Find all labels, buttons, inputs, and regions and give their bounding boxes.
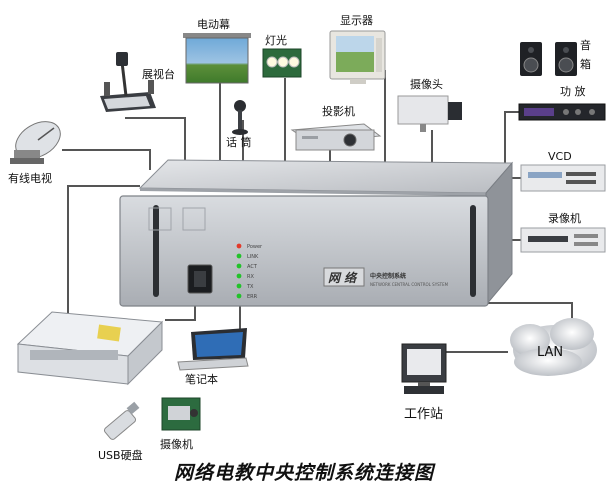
unit-title-text: 中央控制系统: [370, 272, 406, 280]
unit-top: [138, 159, 514, 194]
wire-panel-2: [165, 306, 196, 321]
unit-subtitle-text: NETWORK CENTRAL CONTROL SYSTEM: [370, 282, 449, 287]
usb-drive-icon: [103, 401, 140, 440]
microphone-icon: [232, 100, 248, 135]
satellite-dish-icon: [10, 121, 61, 164]
label-vcr: 录像机: [548, 211, 581, 225]
central-control-unit: Power LINK ACT RX TX ERR 网 络 中央控制系统 NETW…: [119, 159, 514, 307]
unit-logo-text: 网 络: [328, 271, 358, 285]
label-mic: 话 筒: [226, 135, 252, 149]
status-leds: Power LINK ACT RX TX ERR: [236, 243, 263, 300]
amplifier-icon: [518, 103, 606, 121]
monitor-icon: [329, 30, 386, 84]
camcorder-icon: [161, 397, 201, 431]
wire-booth: [125, 117, 186, 172]
label-speakers-1: 音: [580, 38, 591, 52]
laptop-icon: [177, 328, 249, 371]
vcr-icon: [520, 227, 606, 253]
label-usb: USB硬盘: [98, 448, 143, 462]
lights-icon: [262, 48, 302, 78]
led-label: LINK: [247, 254, 259, 260]
label-speakers-2: 箱: [580, 57, 591, 71]
label-screen: 电动幕: [197, 17, 230, 31]
document-camera-icon: [100, 52, 156, 112]
label-workstation: 工作站: [404, 407, 443, 422]
label-booth: 展视台: [142, 67, 175, 81]
projector-icon: [290, 123, 382, 151]
projection-screen-icon: [183, 33, 251, 84]
label-laptop: 笔记本: [185, 372, 218, 386]
lan-cloud-icon: [510, 318, 597, 376]
unit-logo-box: [323, 267, 365, 287]
label-camcorder: 摄像机: [160, 437, 193, 451]
label-cable-tv: 有线电视: [8, 171, 52, 185]
led-label: Power: [247, 244, 263, 250]
led-label: TX: [246, 284, 254, 290]
label-vcd: VCD: [548, 150, 572, 163]
diagram-caption: 网络电教中央控制系统连接图: [174, 462, 436, 484]
wire-control-panel: [67, 185, 140, 318]
led-indicator: [236, 253, 242, 259]
cctv-camera-icon: [397, 95, 462, 132]
led-label: ERR: [247, 294, 258, 300]
led-indicator: [236, 263, 242, 269]
label-lights: 灯光: [265, 33, 287, 47]
led-label: RX: [247, 274, 254, 280]
unit-front: [119, 195, 489, 307]
led-indicator: [236, 243, 242, 249]
led-indicator: [236, 293, 242, 299]
led-indicator: [236, 283, 242, 289]
speakers-icon: [520, 42, 577, 76]
label-monitor: 显示器: [340, 14, 373, 27]
label-amp: 功 放: [560, 84, 586, 98]
label-camera: 摄像头: [410, 77, 443, 91]
label-lan: LAN: [537, 345, 563, 360]
workstation-icon: [401, 343, 447, 394]
control-panel-icon: [16, 311, 164, 386]
led-label: ACT: [247, 264, 258, 270]
led-indicator: [236, 273, 242, 279]
wire-cable-tv: [62, 149, 151, 170]
label-projector: 投影机: [322, 104, 355, 118]
vcd-player-icon: [520, 164, 606, 192]
